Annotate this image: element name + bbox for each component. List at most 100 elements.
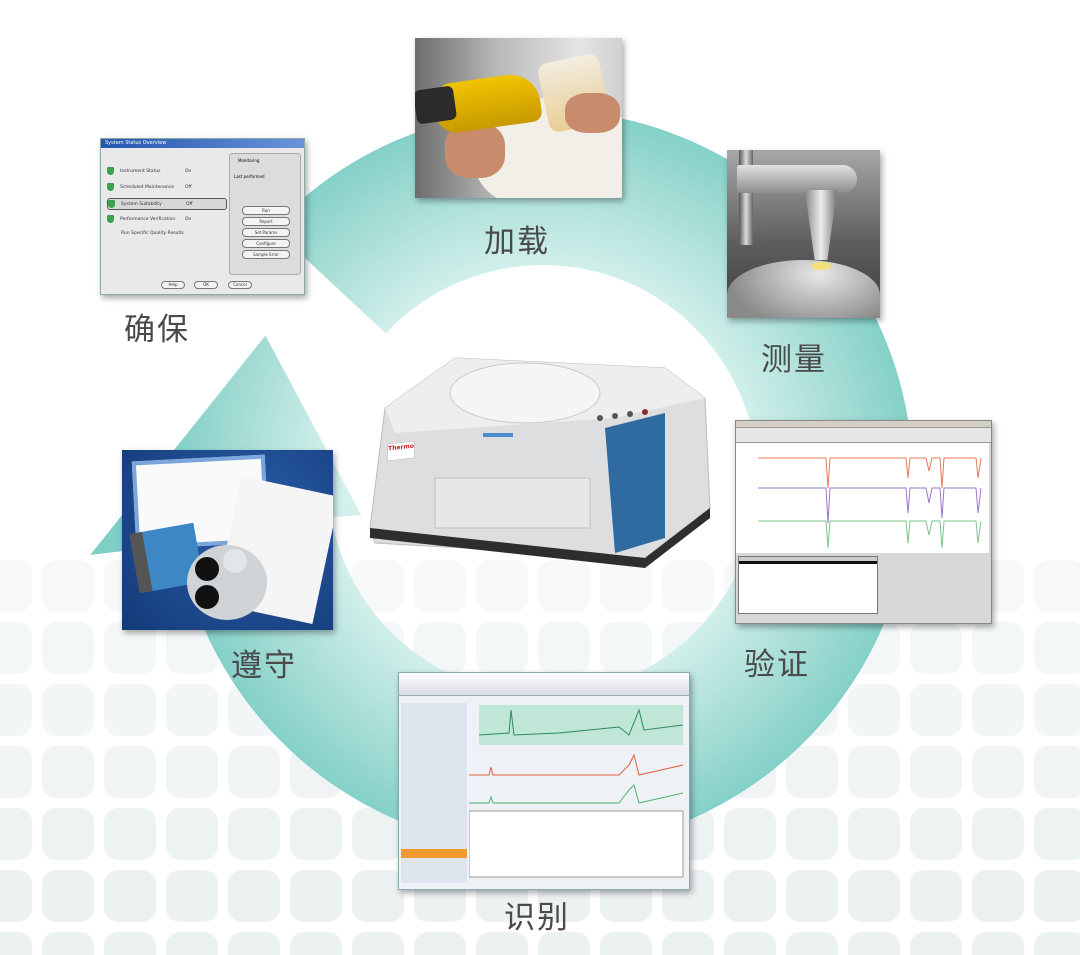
background-tile (0, 808, 32, 860)
background-tile (104, 622, 156, 674)
background-tile (414, 560, 466, 612)
status-row: Instrument Status On (107, 167, 217, 175)
background-tile (848, 870, 900, 922)
spectra-comparison-screenshot (735, 420, 992, 624)
background-tile (228, 746, 280, 798)
background-tile (104, 808, 156, 860)
background-tile (910, 932, 962, 955)
sample (811, 262, 831, 270)
background-tile (1034, 870, 1080, 922)
background-tile (352, 560, 404, 612)
background-tile (104, 684, 156, 736)
background-tile (228, 808, 280, 860)
background-tile (290, 808, 342, 860)
control-button[interactable] (642, 409, 648, 415)
step-label-comply: 遵守 (231, 648, 297, 684)
background-tile (724, 870, 776, 922)
toolbar (399, 673, 689, 696)
background-tile (1034, 684, 1080, 736)
configure-button[interactable]: Configure (242, 239, 290, 248)
barcode-scanner-photo (415, 38, 622, 198)
background-tile (786, 808, 838, 860)
background-tile (104, 746, 156, 798)
system-status-dialog: System Status Overview Instrument Status… (100, 138, 305, 295)
status-value: On (185, 168, 192, 174)
background-tile (786, 932, 838, 955)
background-tile (600, 932, 652, 955)
reference-standard-wheel (187, 545, 267, 620)
status-label: Instrument Status (120, 168, 161, 174)
background-tile (166, 684, 218, 736)
set-params-button[interactable]: Set Params (242, 228, 290, 237)
background-tile (538, 560, 590, 612)
sample-error-button[interactable]: Sample Error (242, 250, 290, 259)
monitoring-label: Monitoring (238, 158, 260, 163)
background-tile (0, 560, 32, 612)
background-tile (166, 622, 218, 674)
step-label-load: 加载 (484, 224, 550, 260)
sidebar (401, 703, 467, 883)
background-tile (476, 932, 528, 955)
background-tile (972, 870, 1024, 922)
background-tile (1034, 808, 1080, 860)
thermo-logo: Thermo (387, 440, 415, 462)
toolbar (736, 428, 991, 443)
certificates-and-standards-photo (122, 450, 333, 630)
background-tile (228, 932, 280, 955)
background-tile (600, 560, 652, 612)
results-table (738, 556, 878, 614)
status-label: Scheduled Maintenance (120, 184, 174, 190)
background-tile (910, 808, 962, 860)
dialog-title: System Status Overview (101, 139, 304, 148)
background-tile (166, 746, 218, 798)
spectrum-red (469, 753, 684, 776)
spectra-and-results (469, 705, 684, 878)
shield-check-icon (107, 167, 114, 175)
last-performed-label: Last performed (234, 174, 265, 179)
cancel-button[interactable]: Cancel (228, 281, 252, 289)
control-button[interactable] (627, 411, 633, 417)
sidebar-item-selected[interactable] (401, 849, 467, 858)
background-tile (538, 622, 590, 674)
hand (565, 93, 620, 133)
step-label-identify: 识别 (504, 900, 570, 936)
background-tile (290, 870, 342, 922)
background-tile (352, 932, 404, 955)
background-tile (972, 746, 1024, 798)
background-tile (0, 684, 32, 736)
help-button[interactable]: Help (161, 281, 185, 289)
background-tile (910, 746, 962, 798)
background-tile (1034, 746, 1080, 798)
status-value: Off (186, 201, 193, 207)
ok-button[interactable]: OK (194, 281, 218, 289)
background-tile (42, 932, 94, 955)
status-value: Off (185, 184, 192, 190)
shield-check-icon (107, 215, 114, 223)
background-tile (786, 746, 838, 798)
scanner-head (415, 85, 458, 125)
background-tile (104, 932, 156, 955)
background-tile (476, 622, 528, 674)
report-button[interactable]: Report (242, 217, 290, 226)
control-button[interactable] (597, 415, 603, 421)
background-tile (414, 932, 466, 955)
dialog-side-panel: Monitoring Last performed Run Report Set… (229, 153, 301, 275)
background-tile (42, 560, 94, 612)
background-tile (42, 746, 94, 798)
spectra-plot (736, 443, 989, 553)
spectrum-green (758, 520, 982, 549)
control-button[interactable] (612, 413, 618, 419)
spectral-search-screenshot (398, 672, 690, 890)
spectrometer-body (369, 357, 711, 568)
background-tile (1034, 622, 1080, 674)
background-tile (848, 808, 900, 860)
background-tile (848, 684, 900, 736)
results-table (469, 810, 684, 878)
atr-accessory-photo (727, 150, 880, 318)
run-button[interactable]: Run (242, 206, 290, 215)
background-tile (0, 746, 32, 798)
background-tile (166, 870, 218, 922)
